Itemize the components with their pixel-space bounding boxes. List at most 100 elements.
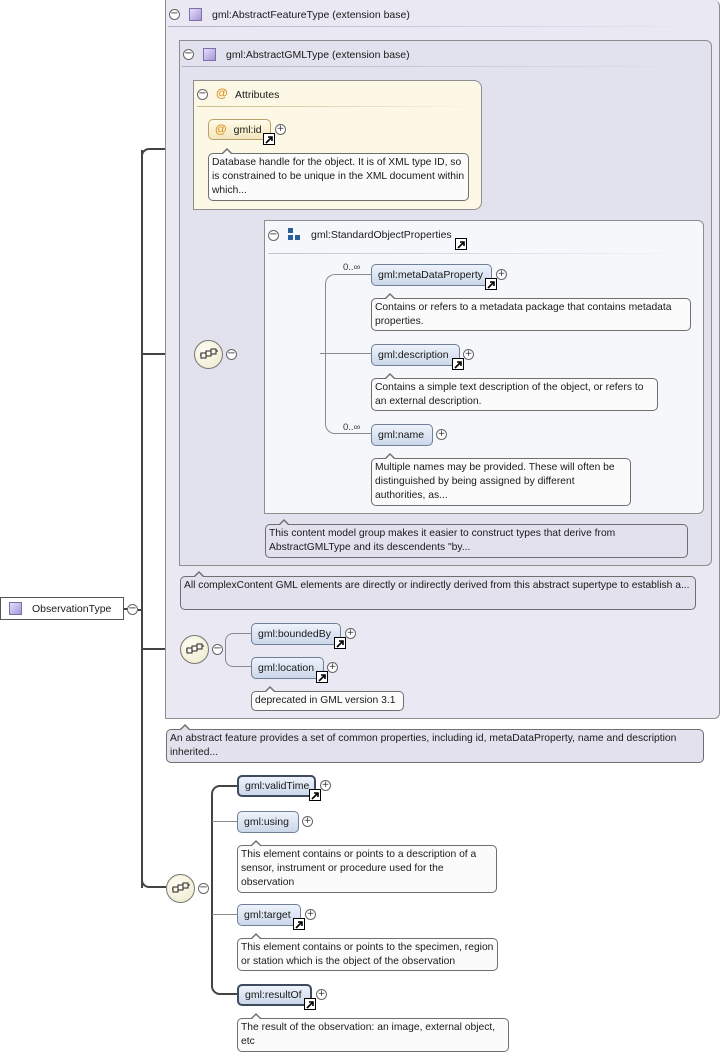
gml-type-title: gml:AbstractGMLType (extension base) [226,49,410,61]
element-location[interactable]: gml:location [251,657,324,679]
element-note: deprecated in GML version 3.1 [251,686,404,711]
complex-type-icon [203,48,216,61]
collapse-icon[interactable]: − [169,8,180,20]
gml-type-note: All complexContent GML elements are dire… [180,571,696,610]
attribute-id-note: Database handle for the object. It is of… [208,148,469,201]
branch-line [212,914,237,915]
element-label: gml:metaDataProperty [378,269,484,281]
branch-line [212,821,237,822]
element-target[interactable]: gml:target [237,904,301,926]
connector [141,148,155,162]
expand-icon[interactable]: + [316,989,327,1000]
attributes-title: Attributes [235,89,280,101]
note-text: All complexContent GML elements are dire… [184,580,690,591]
note-text: Contains a simple text description of th… [375,382,644,407]
note-tail [385,295,395,300]
title-divider [182,66,702,67]
connector [141,874,155,888]
note-tail [385,455,395,460]
feature-type-note: An abstract feature provides a set of co… [166,724,704,763]
branch-line [320,353,371,354]
element-label: gml:target [244,909,291,921]
element-label: gml:using [244,816,289,828]
element-description[interactable]: gml:description [371,344,460,366]
branch-line [225,633,251,650]
connector [141,150,143,888]
expand-icon[interactable]: + [463,349,474,360]
cardinality: 0..∞ [343,262,361,273]
attribute-icon: @ [215,122,227,136]
element-boundedby[interactable]: gml:boundedBy [251,623,341,645]
element-label: gml:description [378,349,449,361]
note-tail [180,726,190,731]
expand-icon[interactable]: + [327,662,338,673]
sequence-icon[interactable] [166,874,195,903]
link-arrow-icon[interactable] [293,918,305,930]
expand-icon[interactable]: + [275,124,286,135]
element-note: Contains or refers to a metadata package… [371,293,691,331]
link-arrow-icon[interactable] [309,789,321,801]
root-type-box[interactable]: ObservationType [0,597,124,620]
link-arrow-icon[interactable] [485,278,497,290]
branch-line [325,353,371,434]
element-validtime[interactable]: gml:validTime [237,775,316,797]
attribute-icon: @ [216,86,228,100]
complex-type-icon [189,8,202,21]
title-divider [268,253,698,254]
root-type-label: ObservationType [32,603,112,615]
collapse-icon[interactable]: − [226,348,237,360]
link-arrow-icon[interactable] [452,358,464,370]
link-arrow-icon[interactable] [455,238,467,250]
element-label: gml:location [258,662,315,674]
note-tail [251,1015,261,1020]
collapse-icon[interactable]: − [198,882,209,894]
element-label: gml:boundedBy [258,628,331,640]
link-arrow-icon[interactable] [304,998,316,1010]
branch-line [211,785,237,888]
connector [154,886,166,888]
element-resultof[interactable]: gml:resultOf [237,984,312,1006]
cardinality: 0..∞ [343,422,361,433]
link-arrow-icon[interactable] [316,671,328,683]
element-name[interactable]: gml:name [371,424,433,446]
note-text: Database handle for the object. It is of… [212,157,465,196]
title-divider [197,106,477,107]
title-divider [168,26,708,27]
attribute-id[interactable]: @ gml:id [208,119,271,140]
note-text: This element contains or points to the s… [241,942,494,967]
element-note: Contains a simple text description of th… [371,373,658,411]
note-tail [385,375,395,380]
expand-icon[interactable]: + [496,269,507,280]
collapse-icon[interactable]: − [127,603,138,615]
collapse-icon[interactable]: − [268,229,279,241]
expand-icon[interactable]: + [436,429,447,440]
element-metadataproperty[interactable]: gml:metaDataProperty [371,264,492,286]
collapse-icon[interactable]: − [212,643,223,655]
element-note: This element contains or points to the s… [237,933,498,971]
note-tail [251,935,261,940]
element-note: Multiple names may be provided. These wi… [371,453,631,506]
expand-icon[interactable]: + [345,628,356,639]
note-text: Multiple names may be provided. These wi… [375,462,615,501]
link-arrow-icon[interactable] [334,637,346,649]
element-label: gml:name [378,429,425,441]
branch-line [211,887,237,995]
attribute-id-label: gml:id [233,124,262,136]
expand-icon[interactable]: + [302,816,313,827]
note-tail [194,573,204,578]
element-using[interactable]: gml:using [237,811,299,833]
feature-type-title: gml:AbstractFeatureType (extension base) [212,9,410,21]
expand-icon[interactable]: + [320,780,331,791]
sequence-icon[interactable] [180,635,209,664]
sequence-icon[interactable] [194,340,223,369]
note-tail [279,521,289,526]
collapse-icon[interactable]: − [197,88,208,100]
standard-props-note: This content model group makes it easier… [265,519,688,558]
collapse-icon[interactable]: − [183,48,194,60]
note-text: This content model group makes it easier… [269,528,616,553]
note-tail [251,842,261,847]
note-text: This element contains or points to a des… [241,849,477,888]
connector [138,609,142,611]
expand-icon[interactable]: + [305,909,316,920]
link-arrow-icon[interactable] [263,133,275,145]
